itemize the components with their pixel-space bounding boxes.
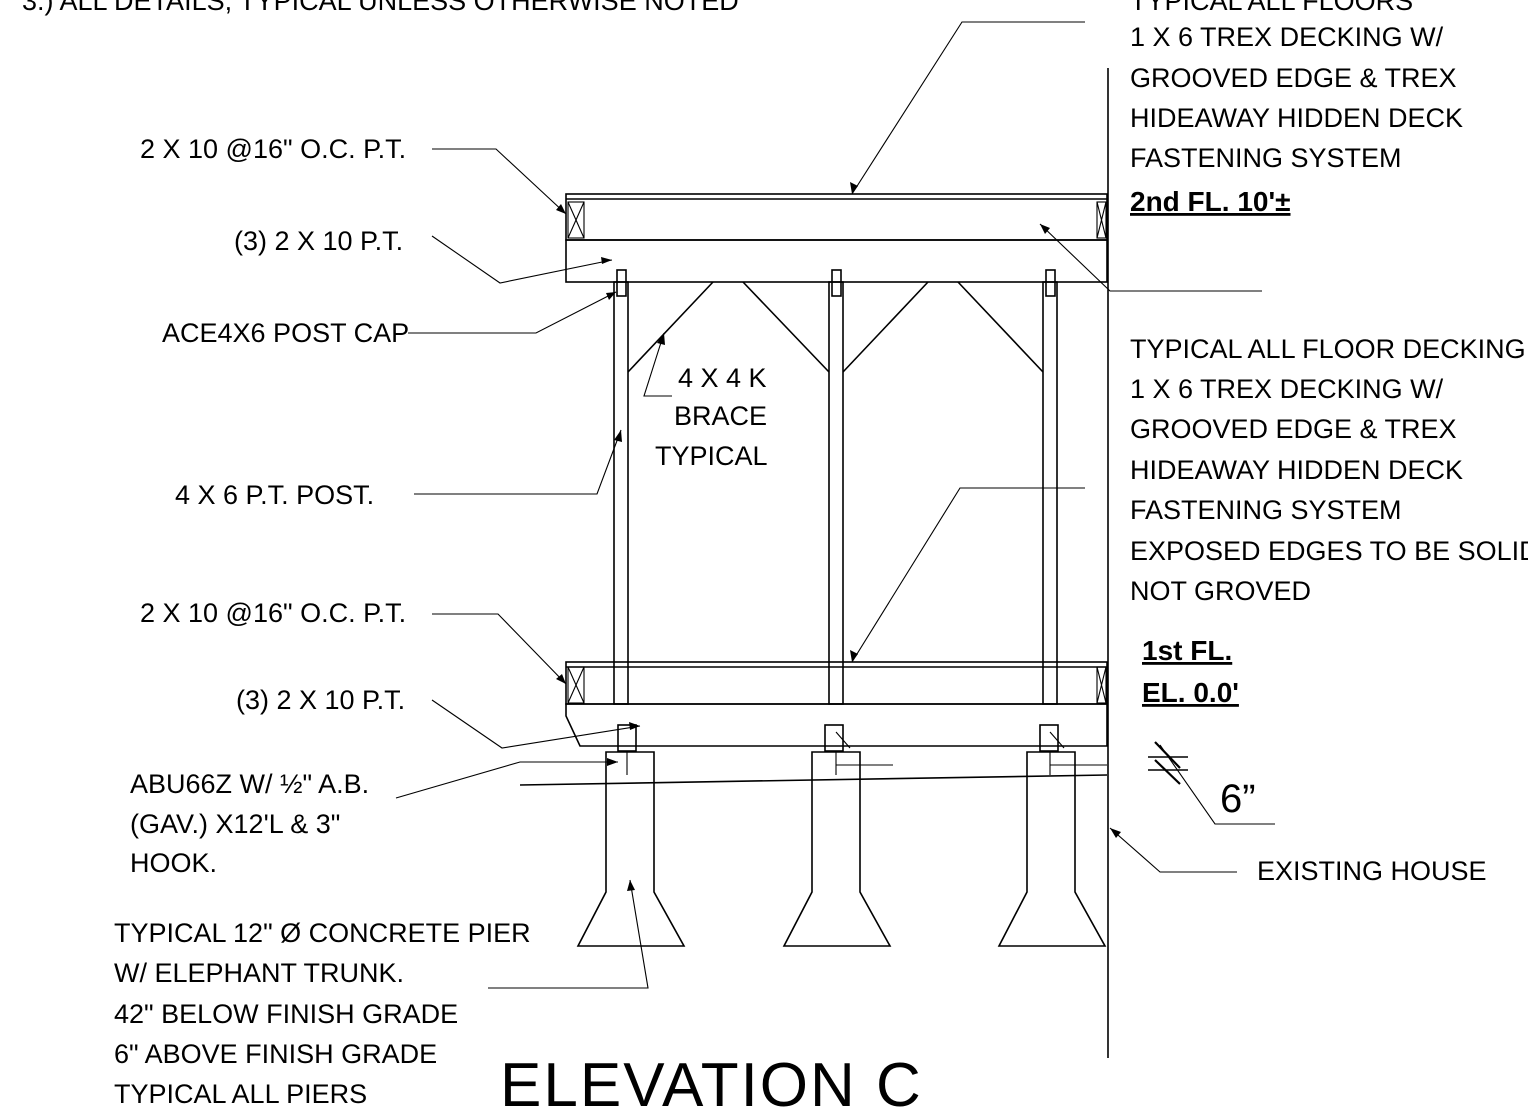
post-right — [1042, 281, 1058, 705]
leader-upper-level — [1039, 223, 1262, 292]
post-base-right — [1039, 724, 1059, 752]
lower-note-line: EXPOSED EDGES TO BE SOLID — [1130, 536, 1528, 566]
lower-joist-end-hatch-left — [567, 666, 585, 704]
pier-right — [997, 751, 1107, 947]
drawing-title: ELEVATION C — [500, 1051, 923, 1108]
leader-upper-decking — [851, 21, 1085, 195]
post-cap-left — [616, 269, 627, 297]
upper-note-line: 1 X 6 TREX DECKING W/ — [1130, 22, 1444, 52]
leader-upper-beam — [431, 235, 613, 284]
lower-note-line: 1 X 6 TREX DECKING W/ — [1130, 374, 1444, 404]
upper-beam-label: (3) 2 X 10 P.T. — [234, 226, 403, 256]
leader-lines — [395, 21, 1262, 989]
post-cap-label: ACE4X6 POST CAP — [162, 318, 409, 348]
pier-label-line: 6" ABOVE FINISH GRADE — [114, 1039, 437, 1069]
leader-lower-decking — [851, 487, 1085, 663]
pier-label-line: 42" BELOW FINISH GRADE — [114, 999, 458, 1029]
lower-note-line: HIDEAWAY HIDDEN DECK — [1130, 455, 1463, 485]
leader-post-cap — [408, 291, 617, 334]
leader-pier — [488, 879, 649, 989]
anchor-label-line: ABU66Z W/ ½" A.B. — [130, 769, 369, 799]
upper-joist-label: 2 X 10 @16" O.C. P.T. — [140, 134, 406, 164]
pier-middle — [782, 751, 892, 947]
leader-lower-joist — [432, 613, 567, 685]
upper-note-line: HIDEAWAY HIDDEN DECK — [1130, 103, 1463, 133]
pier-label-line: TYPICAL ALL PIERS — [114, 1079, 367, 1108]
lower-note-line: FASTENING SYSTEM — [1130, 495, 1402, 525]
lower-joist-rim — [565, 661, 1108, 705]
upper-level-label: 2nd FL. 10'± — [1130, 186, 1291, 217]
upper-note-line: FASTENING SYSTEM — [1130, 143, 1402, 173]
pier-left — [576, 751, 686, 947]
lower-elevation-label: EL. 0.0' — [1142, 677, 1239, 708]
post-base-middle — [824, 724, 844, 752]
brace-label-line: TYPICAL — [655, 441, 768, 471]
lower-decking-note: TYPICAL ALL FLOOR DECKING 1 X 6 TREX DEC… — [1130, 334, 1528, 708]
concrete-piers — [576, 751, 1107, 947]
upper-beam — [565, 239, 1108, 283]
general-note: 3.) ALL DETAILS, TYPICAL UNLESS OTHERWIS… — [22, 0, 739, 16]
lower-note-line: NOT GROVED — [1130, 576, 1311, 606]
post-bases — [617, 724, 1107, 775]
leader-post — [414, 429, 622, 495]
post-label: 4 X 6 P.T. POST. — [175, 480, 374, 510]
dimension-marks — [1148, 741, 1275, 825]
post-middle — [828, 281, 844, 705]
lower-note-line: GROOVED EDGE & TREX — [1130, 414, 1457, 444]
post-cap-right — [1045, 269, 1056, 297]
k-braces — [627, 281, 1044, 373]
lower-joist-label: 2 X 10 @16" O.C. P.T. — [140, 598, 406, 628]
upper-floor-framing — [565, 193, 1108, 283]
pier-label: TYPICAL 12" Ø CONCRETE PIER W/ ELEPHANT … — [114, 918, 531, 1108]
upper-joist-end-hatch-right — [1096, 201, 1107, 239]
grade-line-left — [519, 774, 1108, 786]
existing-house-label: EXISTING HOUSE — [1257, 856, 1487, 886]
brace-label-line: 4 X 4 K — [678, 363, 767, 393]
lower-note-line: TYPICAL ALL FLOOR DECKING — [1130, 334, 1526, 364]
post-left — [613, 281, 629, 705]
upper-joist-rim — [565, 193, 1108, 241]
pier-label-line: TYPICAL 12" Ø CONCRETE PIER — [114, 918, 531, 948]
dimension-label: 6” — [1220, 777, 1256, 821]
anchor-label-line: HOOK. — [130, 848, 217, 878]
pier-label-line: W/ ELEPHANT TRUNK. — [114, 958, 404, 988]
leader-brace — [643, 332, 672, 397]
upper-note-line: GROOVED EDGE & TREX — [1130, 63, 1457, 93]
anchor-label: ABU66Z W/ ½" A.B. (GAV.) X12'L & 3" HOOK… — [130, 769, 369, 878]
lower-joist-end-hatch-right — [1096, 666, 1107, 704]
leader-lower-beam — [431, 699, 641, 749]
leader-upper-joist — [432, 148, 567, 215]
upper-joist-end-hatch-left — [567, 201, 585, 239]
lower-beam-label: (3) 2 X 10 P.T. — [236, 685, 405, 715]
leader-existing-house — [1109, 827, 1237, 873]
post-cap-middle — [831, 269, 842, 297]
upper-note-line: TYPICAL ALL FLOORS — [1130, 0, 1413, 16]
brace-label-line: BRACE — [674, 401, 767, 431]
brace-label: 4 X 4 K BRACE TYPICAL — [655, 363, 768, 471]
anchor-label-line: (GAV.) X12'L & 3" — [130, 809, 340, 839]
upper-decking-note: TYPICAL ALL FLOORS 1 X 6 TREX DECKING W/… — [1130, 0, 1463, 217]
lower-level-label: 1st FL. — [1142, 635, 1232, 666]
posts — [613, 269, 1058, 705]
leader-anchor — [395, 761, 618, 799]
